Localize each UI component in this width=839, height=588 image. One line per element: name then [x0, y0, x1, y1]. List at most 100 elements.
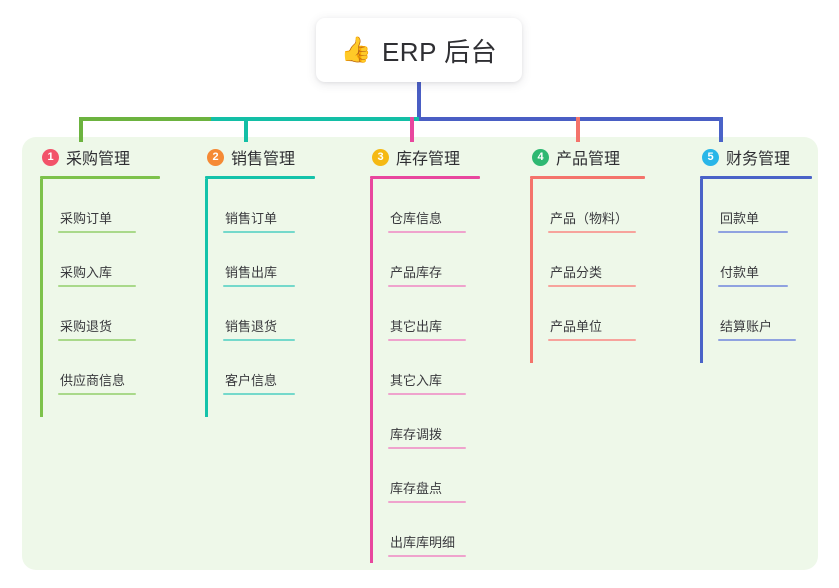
drop-connector-3: [410, 117, 414, 142]
leaf-label: 仓库信息: [390, 211, 443, 226]
leaf-rule: [388, 339, 466, 341]
branch-column-3: 3 库存管理 仓库信息 产品库存 其它出库 其它入库 库存调拨 库存盘点: [370, 145, 520, 563]
leaf-rule: [58, 339, 136, 341]
leaf-label: 销售订单: [225, 211, 278, 226]
root-node-card[interactable]: 👍 ERP 后台: [316, 18, 522, 82]
leaf-rule: [718, 231, 788, 233]
branch-header-2[interactable]: 2 销售管理: [205, 145, 355, 169]
drop-connector-4: [576, 117, 580, 142]
leaf-rule: [388, 447, 466, 449]
drop-connector-1: [79, 117, 83, 142]
branch-badge-3: 3: [372, 148, 389, 166]
leaf-rule: [223, 285, 295, 287]
branch-rule-1: [40, 176, 160, 179]
root-stem-connector: [417, 80, 421, 120]
branch-column-5: 5 财务管理 回款单 付款单 结算账户: [700, 145, 839, 363]
leaf-rule: [388, 285, 466, 287]
list-item[interactable]: 出库库明细: [370, 503, 520, 557]
bus-segment-green: [79, 117, 213, 121]
leaf-rule: [58, 285, 136, 287]
list-item[interactable]: 库存调拨: [370, 395, 520, 449]
leaf-label: 采购订单: [60, 211, 113, 226]
branch-rule-2: [205, 176, 315, 179]
leaf-label: 付款单: [720, 265, 760, 280]
list-item[interactable]: 产品（物料）: [530, 179, 690, 233]
leaf-rule: [548, 339, 636, 341]
branch-body-2: 销售订单 销售出库 销售退货 客户信息: [205, 179, 355, 417]
branch-badge-4: 4: [532, 148, 549, 166]
drop-connector-2: [244, 117, 248, 142]
branch-header-5[interactable]: 5 财务管理: [700, 145, 839, 169]
branch-header-3[interactable]: 3 库存管理: [370, 145, 520, 169]
branch-header-4[interactable]: 4 产品管理: [530, 145, 690, 169]
branch-header-1[interactable]: 1 采购管理: [40, 145, 190, 169]
leaf-rule: [388, 501, 466, 503]
branch-rule-5: [700, 176, 812, 179]
list-item[interactable]: 采购入库: [40, 233, 190, 287]
list-item[interactable]: 产品分类: [530, 233, 690, 287]
list-item[interactable]: 客户信息: [205, 341, 355, 395]
leaf-label: 客户信息: [225, 373, 278, 388]
leaf-rule: [388, 231, 466, 233]
branch-badge-5: 5: [702, 148, 719, 166]
leaf-rule: [223, 339, 295, 341]
branch-body-5: 回款单 付款单 结算账户: [700, 179, 839, 363]
leaf-rule: [388, 555, 466, 557]
diagram-panel: [22, 137, 818, 570]
leaf-rule: [58, 393, 136, 395]
leaf-rule: [718, 285, 788, 287]
bus-segment-blue: [419, 117, 723, 121]
leaf-label: 产品单位: [550, 319, 603, 334]
list-item[interactable]: 采购订单: [40, 179, 190, 233]
branch-body-3: 仓库信息 产品库存 其它出库 其它入库 库存调拨 库存盘点 出库库明细: [370, 179, 520, 563]
branch-title-4: 产品管理: [556, 151, 621, 168]
thumbs-up-icon: 👍: [340, 35, 372, 64]
leaf-label: 其它入库: [390, 373, 443, 388]
leaf-rule: [548, 285, 636, 287]
leaf-label: 产品库存: [390, 265, 443, 280]
leaf-label: 其它出库: [390, 319, 443, 334]
leaf-rule: [58, 231, 136, 233]
list-item[interactable]: 结算账户: [700, 287, 839, 341]
leaf-rule: [223, 231, 295, 233]
list-item[interactable]: 供应商信息: [40, 341, 190, 395]
branch-body-4: 产品（物料） 产品分类 产品单位: [530, 179, 690, 363]
leaf-label: 回款单: [720, 211, 760, 226]
bus-segment-teal: [211, 117, 421, 121]
leaf-label: 销售出库: [225, 265, 278, 280]
leaf-label: 库存调拨: [390, 427, 443, 442]
list-item[interactable]: 其它出库: [370, 287, 520, 341]
list-item[interactable]: 采购退货: [40, 287, 190, 341]
branch-spine-5: [700, 179, 703, 363]
list-item[interactable]: 销售订单: [205, 179, 355, 233]
branch-badge-2: 2: [207, 148, 224, 166]
branch-rule-4: [530, 176, 645, 179]
branch-title-2: 销售管理: [231, 151, 296, 168]
branch-column-1: 1 采购管理 采购订单 采购入库 采购退货 供应商信息: [40, 145, 190, 417]
drop-connector-5: [719, 117, 723, 142]
leaf-label: 供应商信息: [60, 373, 126, 388]
branch-column-4: 4 产品管理 产品（物料） 产品分类 产品单位: [530, 145, 690, 363]
leaf-rule: [223, 393, 295, 395]
list-item[interactable]: 销售退货: [205, 287, 355, 341]
list-item[interactable]: 产品单位: [530, 287, 690, 341]
list-item[interactable]: 仓库信息: [370, 179, 520, 233]
leaf-label: 出库库明细: [390, 535, 456, 550]
leaf-rule: [718, 339, 796, 341]
leaf-label: 产品（物料）: [550, 211, 629, 226]
list-item[interactable]: 产品库存: [370, 233, 520, 287]
branch-badge-1: 1: [42, 148, 59, 166]
list-item[interactable]: 其它入库: [370, 341, 520, 395]
leaf-label: 采购入库: [60, 265, 113, 280]
branch-title-5: 财务管理: [726, 151, 791, 168]
branch-title-1: 采购管理: [66, 151, 131, 168]
branch-spine-1: [40, 179, 43, 417]
list-item[interactable]: 付款单: [700, 233, 839, 287]
leaf-label: 结算账户: [720, 319, 773, 334]
root-node-title: ERP 后台: [381, 36, 498, 67]
branch-title-3: 库存管理: [396, 151, 461, 168]
list-item[interactable]: 库存盘点: [370, 449, 520, 503]
list-item[interactable]: 回款单: [700, 179, 839, 233]
leaf-rule: [548, 231, 636, 233]
list-item[interactable]: 销售出库: [205, 233, 355, 287]
